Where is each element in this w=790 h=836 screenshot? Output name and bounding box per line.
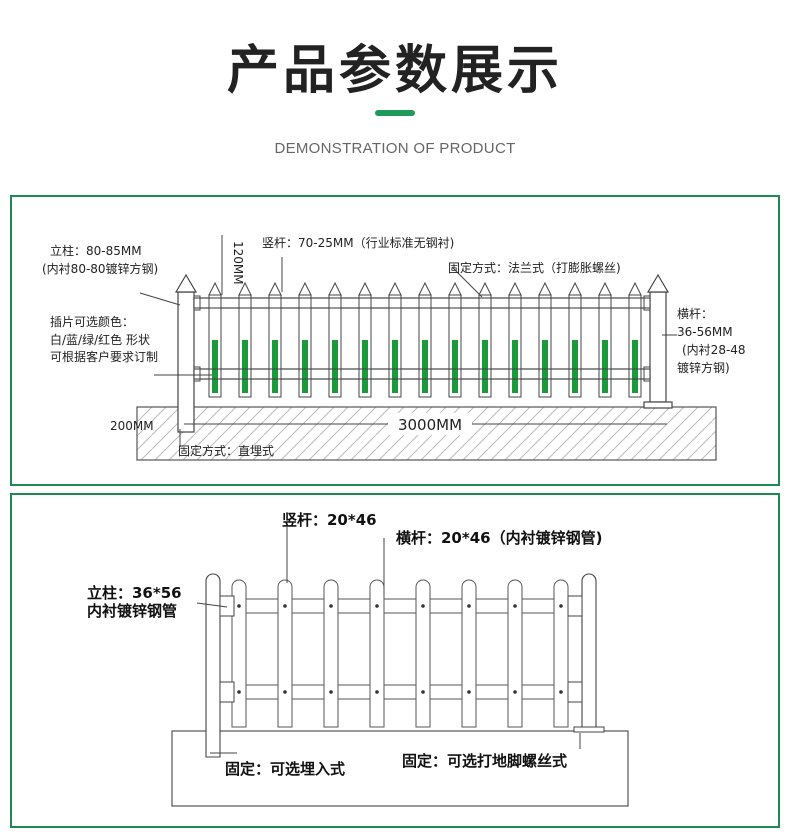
post-cap-right — [646, 273, 670, 293]
insert-label-1: 插片可选颜色： — [50, 314, 134, 329]
depth-label: 200MM — [110, 419, 154, 433]
page-subtitle: DEMONSTRATION OF PRODUCT — [274, 140, 516, 157]
picket — [369, 579, 385, 728]
picket — [461, 579, 477, 728]
post-label-2: 内衬镀锌钢管 — [87, 602, 177, 620]
fence-diagram-panel-2: 竖杆：20*46 横杆：20*46（内衬镀锌钢管) 立柱：36*56 内衬镀锌钢… — [10, 493, 780, 828]
post-label-1: 立柱：36*56 — [87, 584, 182, 602]
fix-flange-label: 固定方式：法兰式（打膨胀螺丝) — [448, 260, 621, 275]
rail-label-4: 镀锌方钢) — [677, 360, 730, 375]
picket — [508, 281, 522, 398]
picket — [448, 281, 462, 398]
width-label: 3000MM — [398, 416, 462, 434]
post-left — [205, 573, 221, 758]
post-cap-left — [174, 273, 198, 293]
pickets — [208, 281, 642, 398]
picket — [507, 579, 523, 728]
picket — [478, 281, 492, 398]
rail-bracket — [567, 595, 583, 617]
fix-bolt-label: 固定：可选打地脚螺丝式 — [402, 752, 567, 770]
ground-block — [171, 730, 629, 807]
picket — [358, 281, 372, 398]
height-label: 120MM — [231, 241, 245, 285]
post-label-1: 立柱：80-85MM — [50, 243, 142, 258]
picket — [415, 579, 431, 728]
picket — [268, 281, 282, 398]
rail-label: 横杆：20*46（内衬镀锌钢管) — [396, 529, 602, 547]
picket — [238, 281, 252, 398]
fix-bury-label: 固定：可选埋入式 — [225, 760, 345, 778]
picket — [328, 281, 342, 398]
rail-label-3: (内衬28-48 — [682, 343, 746, 357]
fence-diagram-panel-1: 120MM 3000MM 立柱：80-85MM (内衬80-80镀锌方钢) 插片… — [10, 195, 780, 486]
top-rail — [217, 598, 581, 614]
bottom-rail — [217, 684, 581, 700]
leader-line — [451, 266, 483, 298]
picket — [208, 281, 222, 398]
picket — [598, 281, 612, 398]
fence-diagram-2: 竖杆：20*46 横杆：20*46（内衬镀锌钢管) 立柱：36*56 内衬镀锌钢… — [87, 511, 629, 807]
rail-bracket — [567, 681, 583, 703]
fix-bury-label: 固定方式：直埋式 — [178, 443, 274, 458]
picket-label: 竖杆：70-25MM（行业标准无钢衬) — [262, 236, 454, 250]
picket-label: 竖杆：20*46 — [282, 511, 377, 529]
post-right — [581, 573, 597, 728]
post-label-2: (内衬80-80镀锌方钢) — [42, 261, 158, 276]
rail-bracket — [219, 681, 235, 703]
picket — [323, 579, 339, 728]
leader-line — [196, 602, 228, 608]
picket — [628, 281, 642, 398]
picket — [568, 281, 582, 398]
picket — [277, 579, 293, 728]
buried-post — [177, 291, 195, 433]
picket — [298, 281, 312, 398]
fence-diagram-1: 120MM 3000MM 立柱：80-85MM (内衬80-80镀锌方钢) 插片… — [42, 235, 746, 461]
leader-line — [139, 292, 181, 306]
flange-base — [643, 401, 673, 409]
title-underline — [375, 110, 415, 116]
pickets — [231, 579, 569, 728]
page-title: 产品参数展示 — [226, 41, 563, 101]
flange-post — [649, 291, 667, 403]
picket — [418, 281, 432, 398]
picket — [388, 281, 402, 398]
insert-label-2: 白/蓝/绿/红色 形状 — [50, 332, 150, 347]
picket — [538, 281, 552, 398]
rail-label-2: 36-56MM — [677, 325, 733, 339]
picket — [231, 579, 247, 728]
base-plate — [573, 726, 605, 733]
picket — [553, 579, 569, 728]
rail-label-1: 横杆： — [677, 307, 713, 321]
insert-label-3: 可根据客户要求订制 — [50, 349, 158, 364]
